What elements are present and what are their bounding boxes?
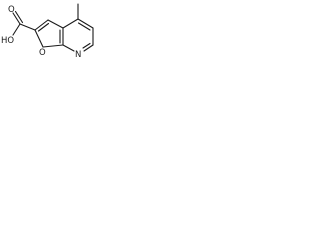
- molecule-svg: O HO O N: [1, 3, 94, 60]
- bond-c2-c3-double: [37, 22, 50, 32]
- atom-carbonyl-oxygen: O: [8, 5, 15, 15]
- bond-c7a-n7: [62, 44, 75, 52]
- bond-acid-ring: [19, 23, 36, 31]
- bond-c2-o1: [34, 29, 44, 48]
- molecule-structure: O HO O N: [0, 0, 112, 69]
- bond-n7-c6-double: [82, 42, 91, 49]
- bond-c4-c3a: [62, 18, 79, 29]
- bond-o1-c7a: [42, 44, 64, 48]
- bond-c5-c4-double: [77, 22, 91, 31]
- atom-hydroxyl-group: HO: [1, 36, 14, 46]
- bond-n7-c6: [83, 44, 94, 52]
- bond-c5-c4: [77, 18, 94, 29]
- bond-c-carbonyl-o-b: [14, 10, 24, 24]
- bond-c3-c3a: [47, 19, 64, 29]
- atom-ring-nitrogen: N: [75, 50, 81, 60]
- bond-c2-c3: [34, 19, 49, 31]
- atom-ring-oxygen: O: [39, 48, 46, 58]
- bond-c-carbonyl-o-a: [12, 12, 21, 25]
- bond-c-hydroxyl: [12, 23, 21, 36]
